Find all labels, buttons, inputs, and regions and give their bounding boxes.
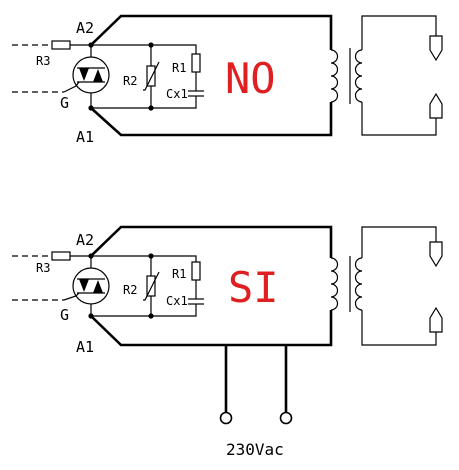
label-r1: R1 bbox=[172, 267, 186, 281]
resistor-r1 bbox=[191, 261, 201, 281]
electrode-down-icon bbox=[429, 241, 443, 268]
label-a2: A2 bbox=[76, 231, 94, 249]
label-r2: R2 bbox=[123, 283, 137, 297]
label-g: G bbox=[60, 94, 69, 112]
secondary-coil bbox=[354, 49, 363, 103]
varistor-slash bbox=[143, 271, 160, 301]
label-r3: R3 bbox=[36, 54, 50, 68]
circuit-no: A2 A1 G R3 R2 R1 Cx1 NO bbox=[12, 14, 443, 146]
supply-terminal-left bbox=[219, 411, 233, 425]
label-a1: A1 bbox=[76, 338, 94, 356]
electrode-up-icon bbox=[429, 306, 443, 333]
label-a1: A1 bbox=[76, 128, 94, 146]
label-r1: R1 bbox=[172, 61, 186, 75]
secondary-coil bbox=[354, 257, 363, 311]
wire bbox=[91, 308, 197, 317]
secondary-wire-top bbox=[361, 15, 437, 50]
electrode-up-icon bbox=[429, 92, 443, 119]
load-wire-top bbox=[90, 225, 333, 258]
load-wire-top bbox=[90, 14, 333, 50]
primary-coil bbox=[330, 49, 339, 103]
supply-terminal-right bbox=[279, 411, 293, 425]
state-text-no: NO bbox=[225, 54, 276, 103]
resistor-r1 bbox=[191, 53, 201, 73]
triac-diode-down-icon bbox=[79, 68, 89, 81]
wire bbox=[91, 44, 197, 54]
triac-diode-up-icon bbox=[93, 69, 103, 82]
resistor-r3 bbox=[51, 251, 71, 261]
load-wire-bottom bbox=[90, 102, 333, 137]
primary-coil bbox=[330, 257, 339, 311]
label-cx1: Cx1 bbox=[166, 294, 188, 308]
varistor-slash bbox=[143, 61, 160, 91]
gate-lead bbox=[63, 292, 80, 301]
wire bbox=[91, 255, 197, 262]
resistor-r3 bbox=[51, 40, 71, 50]
wire bbox=[91, 98, 197, 109]
triac-diode-up-icon bbox=[93, 280, 103, 293]
label-g: G bbox=[60, 306, 69, 324]
circuit-si: A2 A1 G R3 R2 R1 Cx1 SI bbox=[12, 225, 443, 425]
secondary-wire-bottom bbox=[361, 102, 437, 136]
label-r2: R2 bbox=[123, 74, 137, 88]
load-wire-bottom bbox=[90, 310, 333, 347]
secondary-wire-bottom bbox=[361, 310, 437, 346]
triac-diode-down-icon bbox=[79, 279, 89, 292]
triac-circle bbox=[72, 56, 110, 94]
state-text-si: SI bbox=[228, 263, 279, 312]
supply-label: 230Vac bbox=[226, 440, 284, 459]
secondary-wire-top bbox=[361, 226, 437, 258]
label-a2: A2 bbox=[76, 19, 94, 37]
gate-lead bbox=[63, 81, 80, 93]
triac-circle bbox=[72, 267, 110, 305]
label-cx1: Cx1 bbox=[166, 87, 188, 101]
label-r3: R3 bbox=[36, 261, 50, 275]
electrode-down-icon bbox=[429, 35, 443, 62]
